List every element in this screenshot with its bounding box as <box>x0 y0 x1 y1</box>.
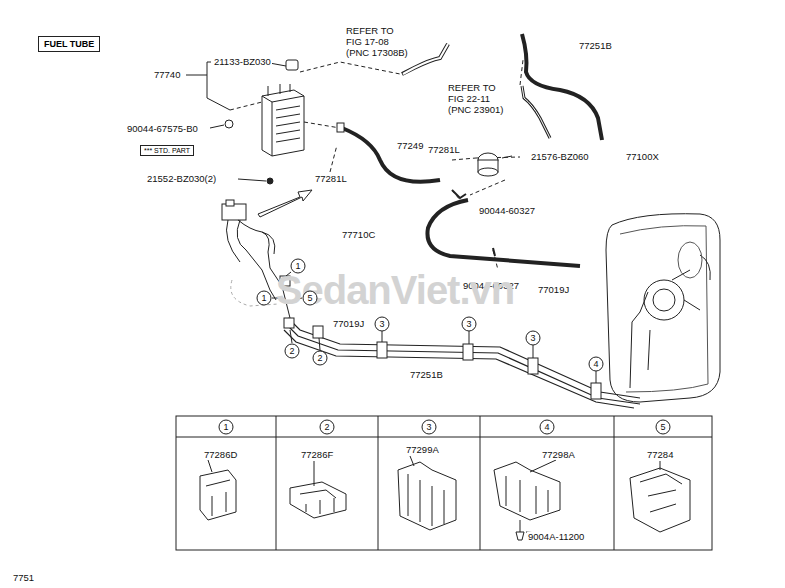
callout-number: 5 <box>303 291 318 306</box>
table-header: 4 <box>540 420 555 435</box>
diagram-title: FUEL TUBE <box>38 36 100 52</box>
table-cell: 77286D <box>203 450 238 460</box>
part-number: 77710C <box>341 230 376 240</box>
note-box: *** STD. PART <box>140 145 194 156</box>
part-number: 77740 <box>153 70 181 80</box>
part-number: 21133-BZ030 <box>213 57 272 67</box>
callout-number: 1 <box>257 291 272 306</box>
table-header: 5 <box>656 420 671 435</box>
reference-note: FIG 22-11 <box>447 94 491 104</box>
table-header: 3 <box>422 420 437 435</box>
part-number: 77281L <box>427 145 461 155</box>
part-number: 77251B <box>409 370 444 380</box>
note-text: *** STD. PART <box>144 147 190 154</box>
table-cell: 77299A <box>405 445 440 455</box>
part-number: 77019J <box>537 285 570 295</box>
callout-number: 3 <box>462 317 477 332</box>
table-header: 1 <box>219 420 234 435</box>
reference-note: FIG 17-08 <box>345 37 390 47</box>
callout-number: 4 <box>589 357 604 372</box>
part-number: 77281L <box>314 174 348 184</box>
table-cell: 77286F <box>300 450 334 460</box>
part-number: 77100X <box>625 152 660 162</box>
table-cell: 77298A <box>541 450 576 460</box>
page-code: 7751 <box>12 573 35 583</box>
callout-number: 1 <box>291 259 306 274</box>
table-cell: 9004A-11200 <box>527 532 585 542</box>
reference-note: (PNC 23901) <box>447 105 504 115</box>
reference-note: REFER TO <box>447 83 497 93</box>
part-number: 21552-BZ030(2) <box>146 174 217 184</box>
part-number: 21576-BZ060 <box>530 152 590 162</box>
callout-number: 2 <box>285 344 300 359</box>
part-number: 77019J <box>332 319 365 329</box>
callout-number: 2 <box>313 351 328 366</box>
part-number: 77251B <box>578 41 613 51</box>
table-cell: 77284 <box>646 450 674 460</box>
callout-number: 3 <box>375 317 390 332</box>
table-header: 2 <box>320 420 335 435</box>
callout-number: 3 <box>526 331 541 346</box>
part-number: 90044-67575-B0 <box>126 124 199 134</box>
part-number: 90044-60327 <box>478 206 536 216</box>
reference-note: REFER TO <box>345 26 395 36</box>
part-number: 77249 <box>396 141 424 151</box>
reference-note: (PNC 17308B) <box>345 48 409 58</box>
